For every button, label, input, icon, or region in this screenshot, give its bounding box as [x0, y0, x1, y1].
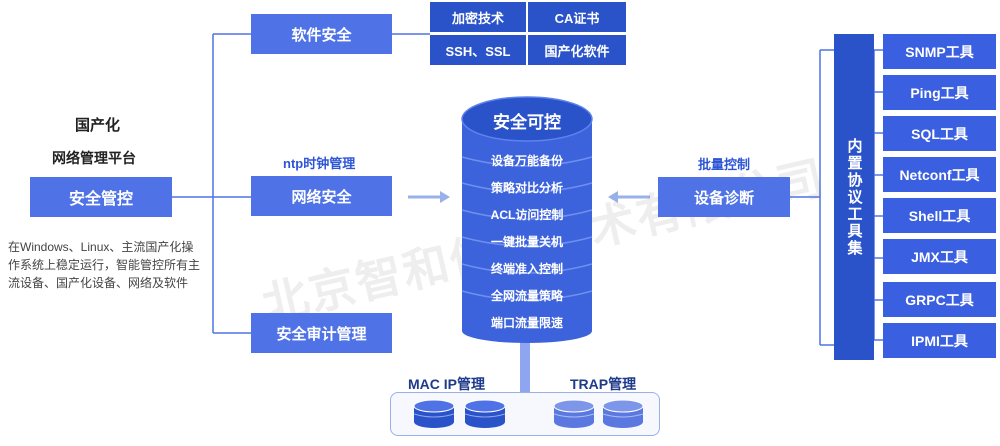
band-acl-control: ACL访问控制	[490, 207, 564, 222]
tool-netconf: Netconf工具	[883, 157, 996, 192]
platform-description: 在Windows、Linux、主流国产化操作系统上稳定运行，智能管控所有主流设备…	[8, 240, 201, 290]
feature-ssh-ssl: SSH、SSL	[430, 35, 526, 65]
security-audit-box: 安全审计管理	[251, 313, 392, 353]
feature-ca-cert: CA证书	[528, 2, 626, 32]
center-title: 安全可控	[493, 113, 561, 132]
band-device-backup: 设备万能备份	[490, 153, 563, 168]
network-security-box: 网络安全	[251, 176, 392, 216]
band-policy-compare: 策略对比分析	[490, 180, 563, 195]
feature-encryption: 加密技术	[430, 2, 526, 32]
platform-title-line1: 国产化	[75, 117, 121, 134]
disk-icon	[602, 399, 644, 428]
disk-icon	[553, 399, 595, 428]
ntp-clock-label: ntp时钟管理	[283, 156, 356, 171]
tool-jmx: JMX工具	[883, 239, 996, 274]
batch-control-label: 批量控制	[698, 157, 751, 172]
band-batch-shutdown: 一键批量关机	[490, 234, 563, 249]
tool-sql: SQL工具	[883, 116, 996, 151]
software-security-box: 软件安全	[251, 14, 392, 54]
trap-label: TRAP管理	[570, 376, 637, 392]
band-port-rate-limit: 端口流量限速	[490, 315, 563, 330]
tool-ping: Ping工具	[883, 75, 996, 110]
feature-domestic-software: 国产化软件	[528, 35, 626, 65]
security-control-box: 安全管控	[30, 177, 172, 217]
band-traffic-policy: 全网流量策略	[490, 288, 563, 303]
tool-snmp: SNMP工具	[883, 34, 996, 69]
tool-grpc: GRPC工具	[883, 282, 996, 317]
builtin-tools-panel: 内置协议工具集	[834, 34, 874, 360]
disk-icon	[464, 399, 506, 428]
database-cylinder	[461, 96, 593, 343]
mac-ip-label: MAC IP管理	[408, 376, 485, 392]
tool-ipmi: IPMI工具	[883, 323, 996, 358]
platform-title-line2: 网络管理平台	[52, 150, 136, 166]
tool-shell: Shell工具	[883, 198, 996, 233]
disk-icon	[413, 399, 455, 428]
device-diagnosis-box: 设备诊断	[658, 177, 790, 217]
band-terminal-access: 终端准入控制	[490, 261, 563, 276]
